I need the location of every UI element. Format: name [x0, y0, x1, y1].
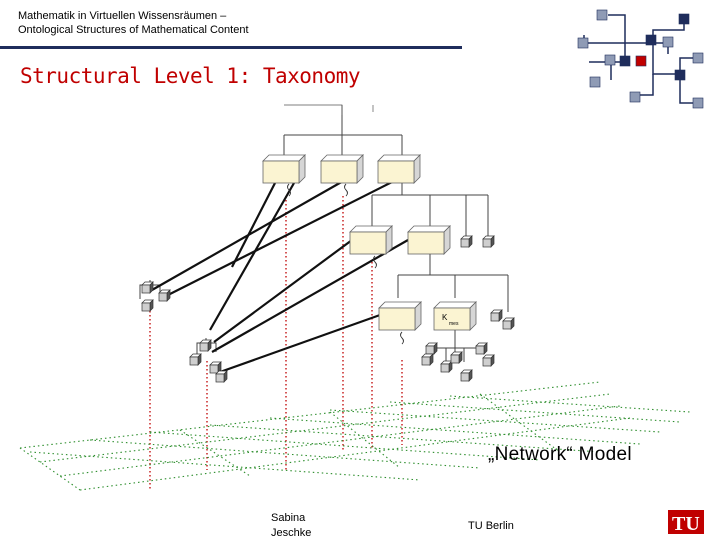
- tu-berlin-logo: TU: [668, 510, 704, 535]
- tree-edges: [139, 105, 509, 362]
- author: Sabina Jeschke: [271, 511, 311, 541]
- red-projection-lines: [149, 196, 403, 490]
- header-line-1: Mathematik in Virtuellen Wissensräumen –: [18, 10, 227, 22]
- author-first-name: Sabina: [271, 512, 306, 524]
- concept-box-5: [407, 225, 451, 255]
- author-last-name: Jeschke: [271, 527, 312, 539]
- concept-box-6: [378, 301, 422, 331]
- institution: TU Berlin: [468, 520, 514, 532]
- concept-box-1: [262, 154, 306, 184]
- network-links: [151, 175, 409, 374]
- header-text: Mathematik in Virtuellen Wissensräumen –…: [18, 9, 249, 37]
- concept-box-2: [320, 154, 364, 184]
- slide-title: Structural Level 1: Taxonomy: [20, 64, 361, 88]
- concept-boxes: K mes: [262, 154, 477, 331]
- concept-box-4: [349, 225, 393, 255]
- corner-network-decoration: [577, 9, 704, 109]
- network-model-label: „Network“ Model: [488, 444, 632, 465]
- node-sublabel-mes: mes: [449, 321, 459, 327]
- header-rule: [0, 46, 462, 49]
- logo-text: TU: [672, 513, 700, 535]
- node-label-k: K: [442, 313, 448, 322]
- header-line-2: Ontological Structures of Mathematical C…: [18, 24, 249, 36]
- concept-box-3: [377, 154, 421, 184]
- green-ground-grid: [19, 381, 691, 491]
